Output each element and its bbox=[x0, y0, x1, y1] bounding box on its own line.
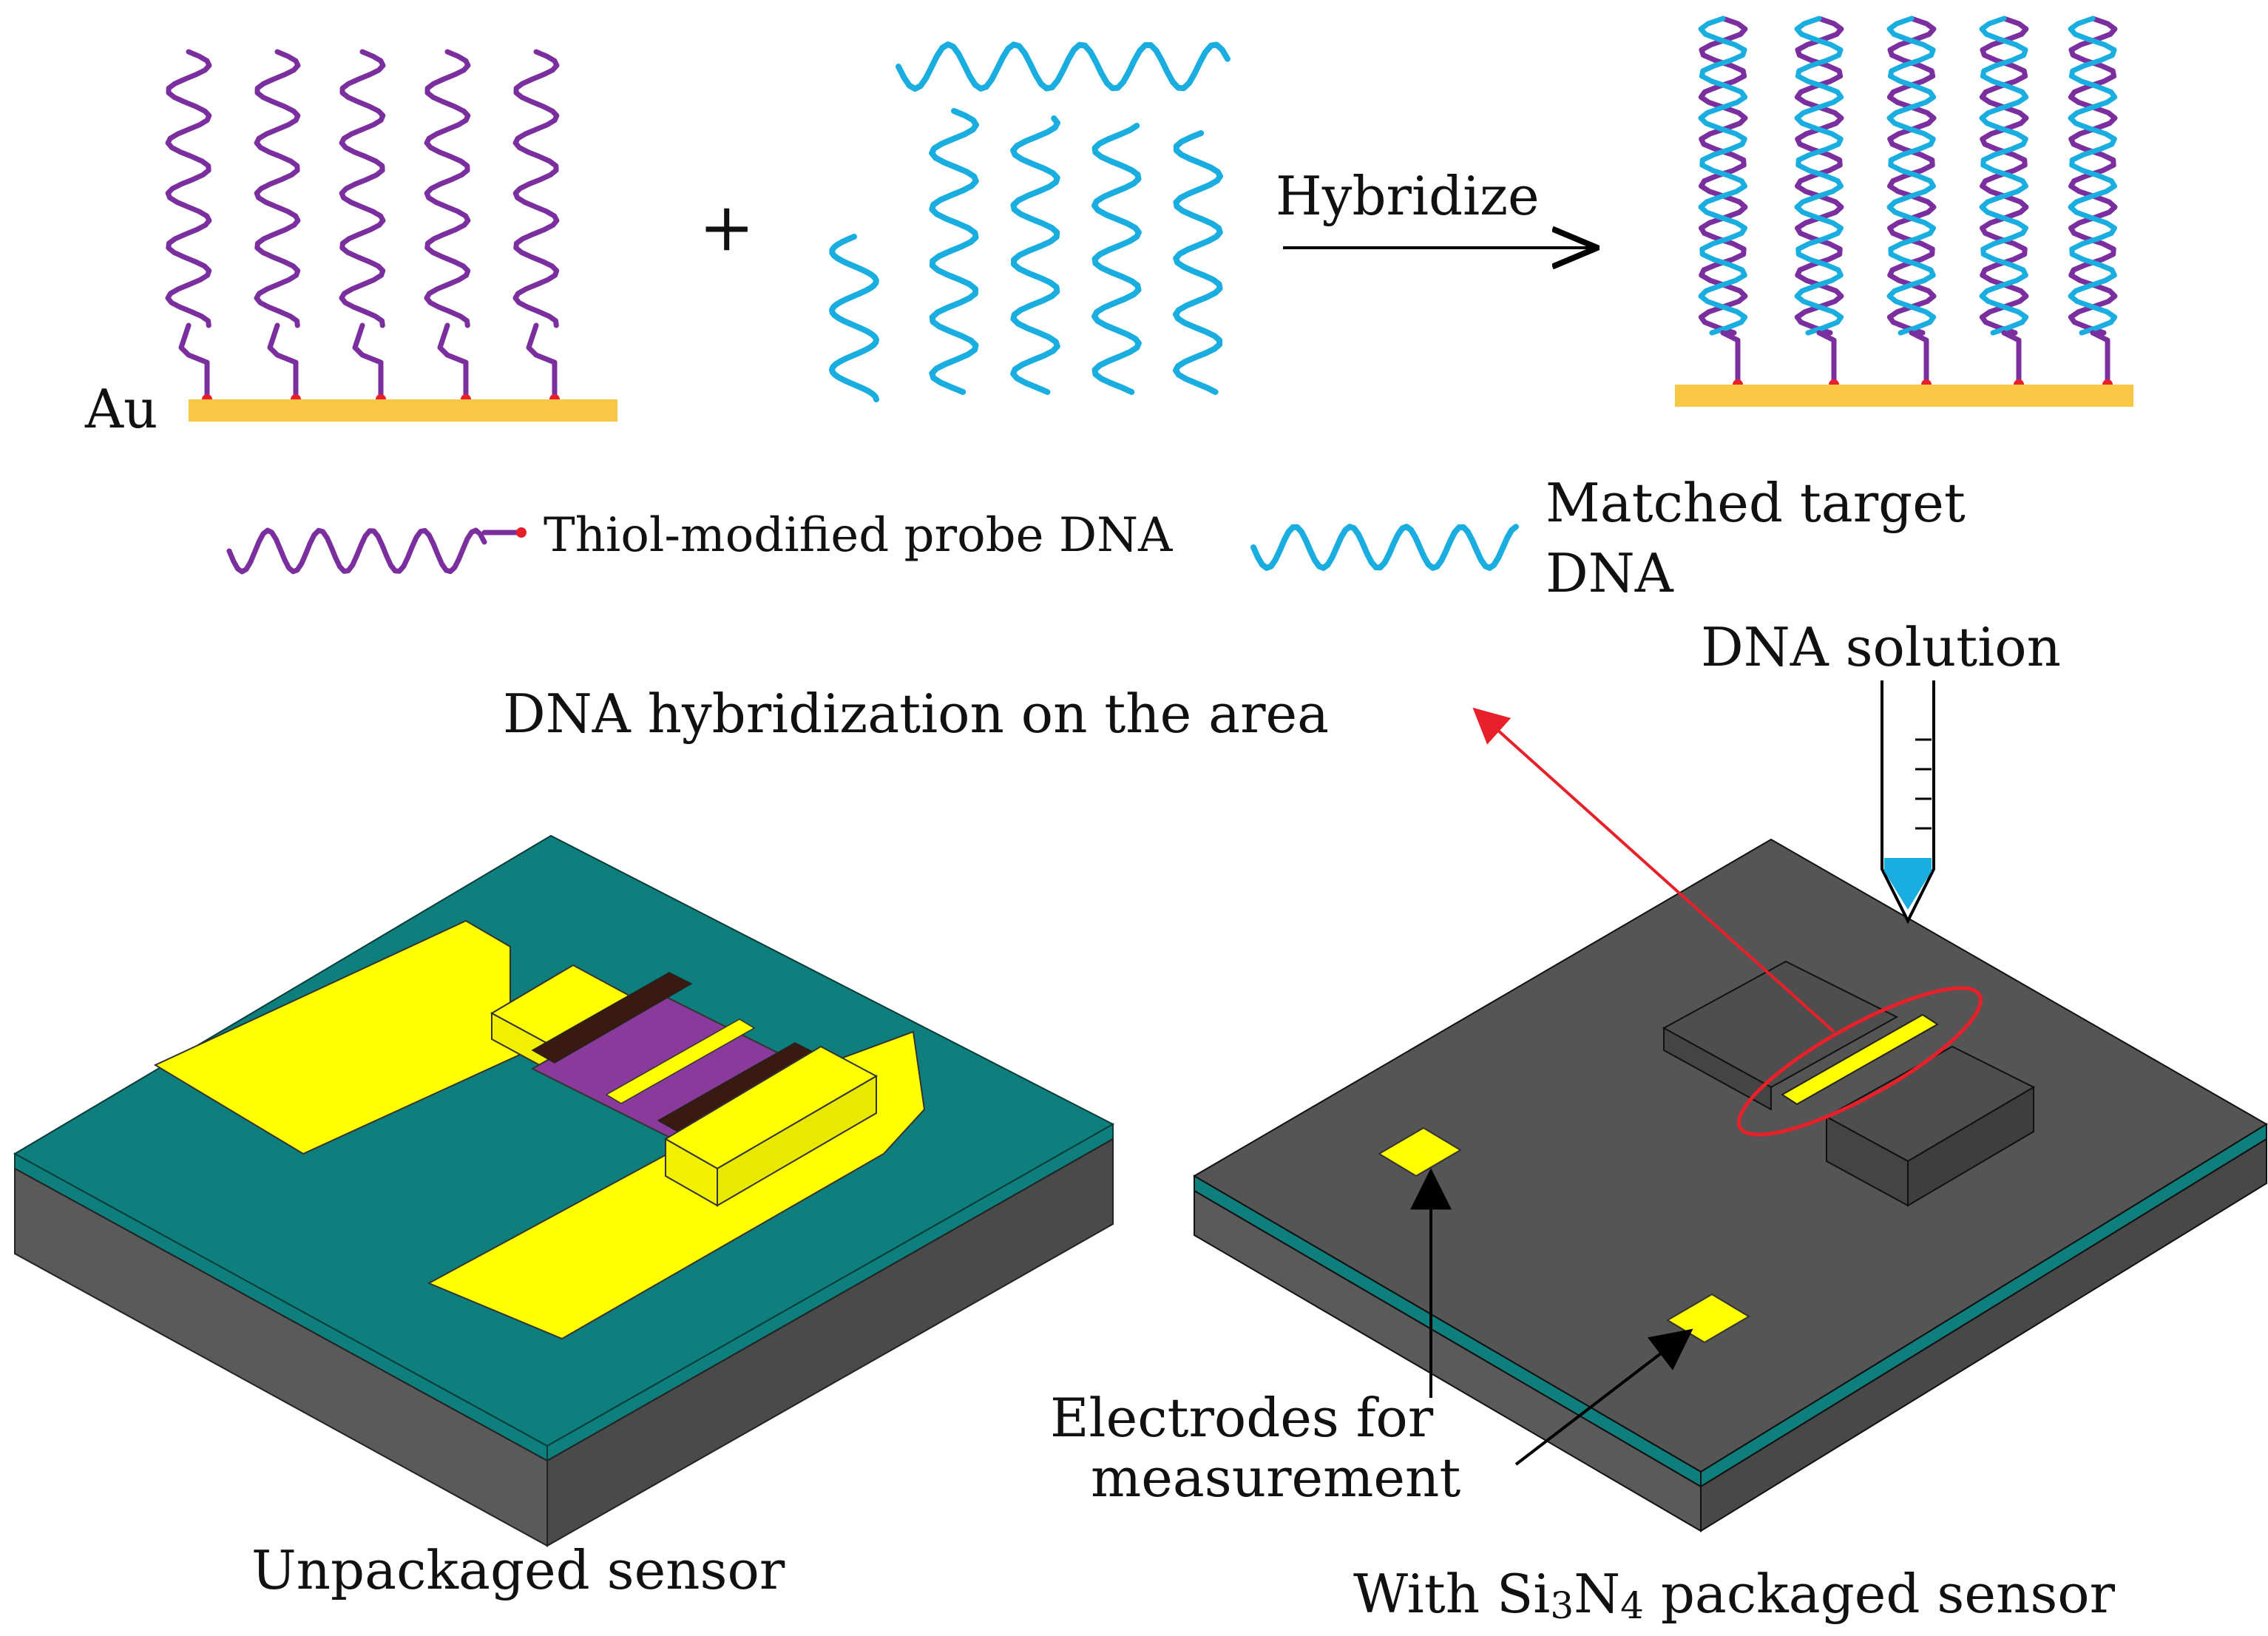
packaged-caption-suffix: packaged sensor bbox=[1644, 1563, 2116, 1625]
window-block-front-face bbox=[1907, 1086, 2034, 1207]
legend-target-strand bbox=[1250, 524, 1519, 571]
electrodes-label-line2: measurement bbox=[1091, 1447, 1460, 1509]
dna-solution-label: DNA solution bbox=[1701, 616, 2061, 678]
hybridization-area-label: DNA hybridization on the area bbox=[503, 683, 1329, 745]
probe-linker bbox=[437, 322, 469, 402]
target-strand bbox=[929, 108, 979, 395]
legend-target-dna-icon bbox=[1250, 524, 1519, 571]
hybrid-probe-strand bbox=[1698, 16, 1748, 336]
hybrid-target-strand bbox=[1794, 16, 1844, 336]
probe-linker bbox=[352, 322, 384, 402]
channel-gold-wire bbox=[605, 1018, 756, 1104]
electrode-pad-1 bbox=[1378, 1126, 1462, 1177]
gold-substrate-left bbox=[189, 399, 617, 422]
target-strand bbox=[1173, 130, 1223, 395]
hybrid-linker bbox=[2001, 330, 2022, 388]
gray-side-right bbox=[1700, 1138, 2267, 1532]
probe-strand bbox=[165, 49, 212, 328]
packaged-caption-mid: N bbox=[1574, 1563, 1620, 1625]
legend-target-label-line1: Matched target bbox=[1546, 472, 1966, 534]
hybrid-linker bbox=[2090, 330, 2110, 388]
probe-strand bbox=[512, 49, 560, 328]
packaged-caption-sub2: 4 bbox=[1620, 1584, 1644, 1627]
electrode-right-block-front bbox=[717, 1075, 877, 1207]
si3n4-top bbox=[1193, 838, 2268, 1473]
plus-sign: + bbox=[699, 189, 754, 266]
substrate-gray-side-right bbox=[546, 1138, 1114, 1547]
probe-linker bbox=[267, 322, 299, 402]
hybridization-pointer-arrow bbox=[1472, 707, 1835, 1033]
free-target-dna bbox=[829, 41, 1231, 402]
hybrid-linker bbox=[1720, 330, 1741, 388]
target-strand bbox=[1091, 123, 1142, 395]
legend-probe-strand bbox=[226, 527, 487, 575]
hybrid-probe-strand bbox=[1979, 16, 2029, 336]
hybrid-probe-strand bbox=[1886, 16, 1937, 336]
gold-substrate-right bbox=[1675, 385, 2133, 407]
hybridized-dna-on-gold bbox=[1698, 16, 2118, 390]
probe-strand bbox=[424, 49, 471, 328]
unpackaged-caption: Unpackaged sensor bbox=[251, 1539, 785, 1601]
hybrid-probe-strand bbox=[1794, 16, 1844, 336]
probe-dna-on-gold bbox=[165, 49, 560, 405]
target-strand bbox=[829, 234, 879, 402]
sensing-gold-wire bbox=[1781, 1013, 1939, 1106]
pipette-icon bbox=[1881, 680, 1935, 925]
packaged-caption-sub1: 3 bbox=[1550, 1584, 1574, 1627]
hybridize-label: Hybridize bbox=[1276, 165, 1540, 227]
legend-target-label-line2: DNA bbox=[1546, 542, 1674, 604]
legend-probe-label: Thiol-modified probe DNA bbox=[544, 508, 1173, 563]
probe-strand bbox=[339, 49, 386, 328]
packaged-sensor bbox=[1193, 838, 2268, 1532]
legend-thiol-dot bbox=[516, 527, 527, 538]
unpackaged-sensor bbox=[13, 834, 1115, 1547]
probe-linker bbox=[178, 322, 210, 402]
hybrid-probe-strand bbox=[2068, 16, 2118, 336]
electrodes-label-line1: Electrodes for bbox=[1050, 1387, 1434, 1449]
channel-brown-stripe-1 bbox=[531, 972, 693, 1064]
hybrid-target-strand bbox=[1698, 16, 1748, 336]
au-label: Au bbox=[84, 378, 158, 440]
target-strand bbox=[1010, 115, 1060, 395]
substrate-top-left bbox=[13, 834, 1115, 1447]
window-block-back-side bbox=[1663, 1027, 1772, 1111]
electrode-pointer-2 bbox=[1514, 1328, 1693, 1466]
probe-linker bbox=[526, 322, 558, 402]
packaged-caption-prefix: With Si bbox=[1353, 1563, 1550, 1625]
packaged-caption: With Si3N4 packaged sensor bbox=[1353, 1563, 2116, 1627]
legend-probe-dna-icon bbox=[226, 527, 527, 575]
hybridization-area-highlight bbox=[1737, 986, 1983, 1137]
hybrid-linker bbox=[1816, 330, 1837, 388]
target-strand bbox=[896, 41, 1231, 92]
hybrid-target-strand bbox=[1886, 16, 1937, 336]
probe-strand bbox=[254, 49, 301, 328]
hybrid-target-strand bbox=[2068, 16, 2118, 336]
hybrid-linker bbox=[1909, 330, 1929, 388]
hybrid-target-strand bbox=[1979, 16, 2029, 336]
